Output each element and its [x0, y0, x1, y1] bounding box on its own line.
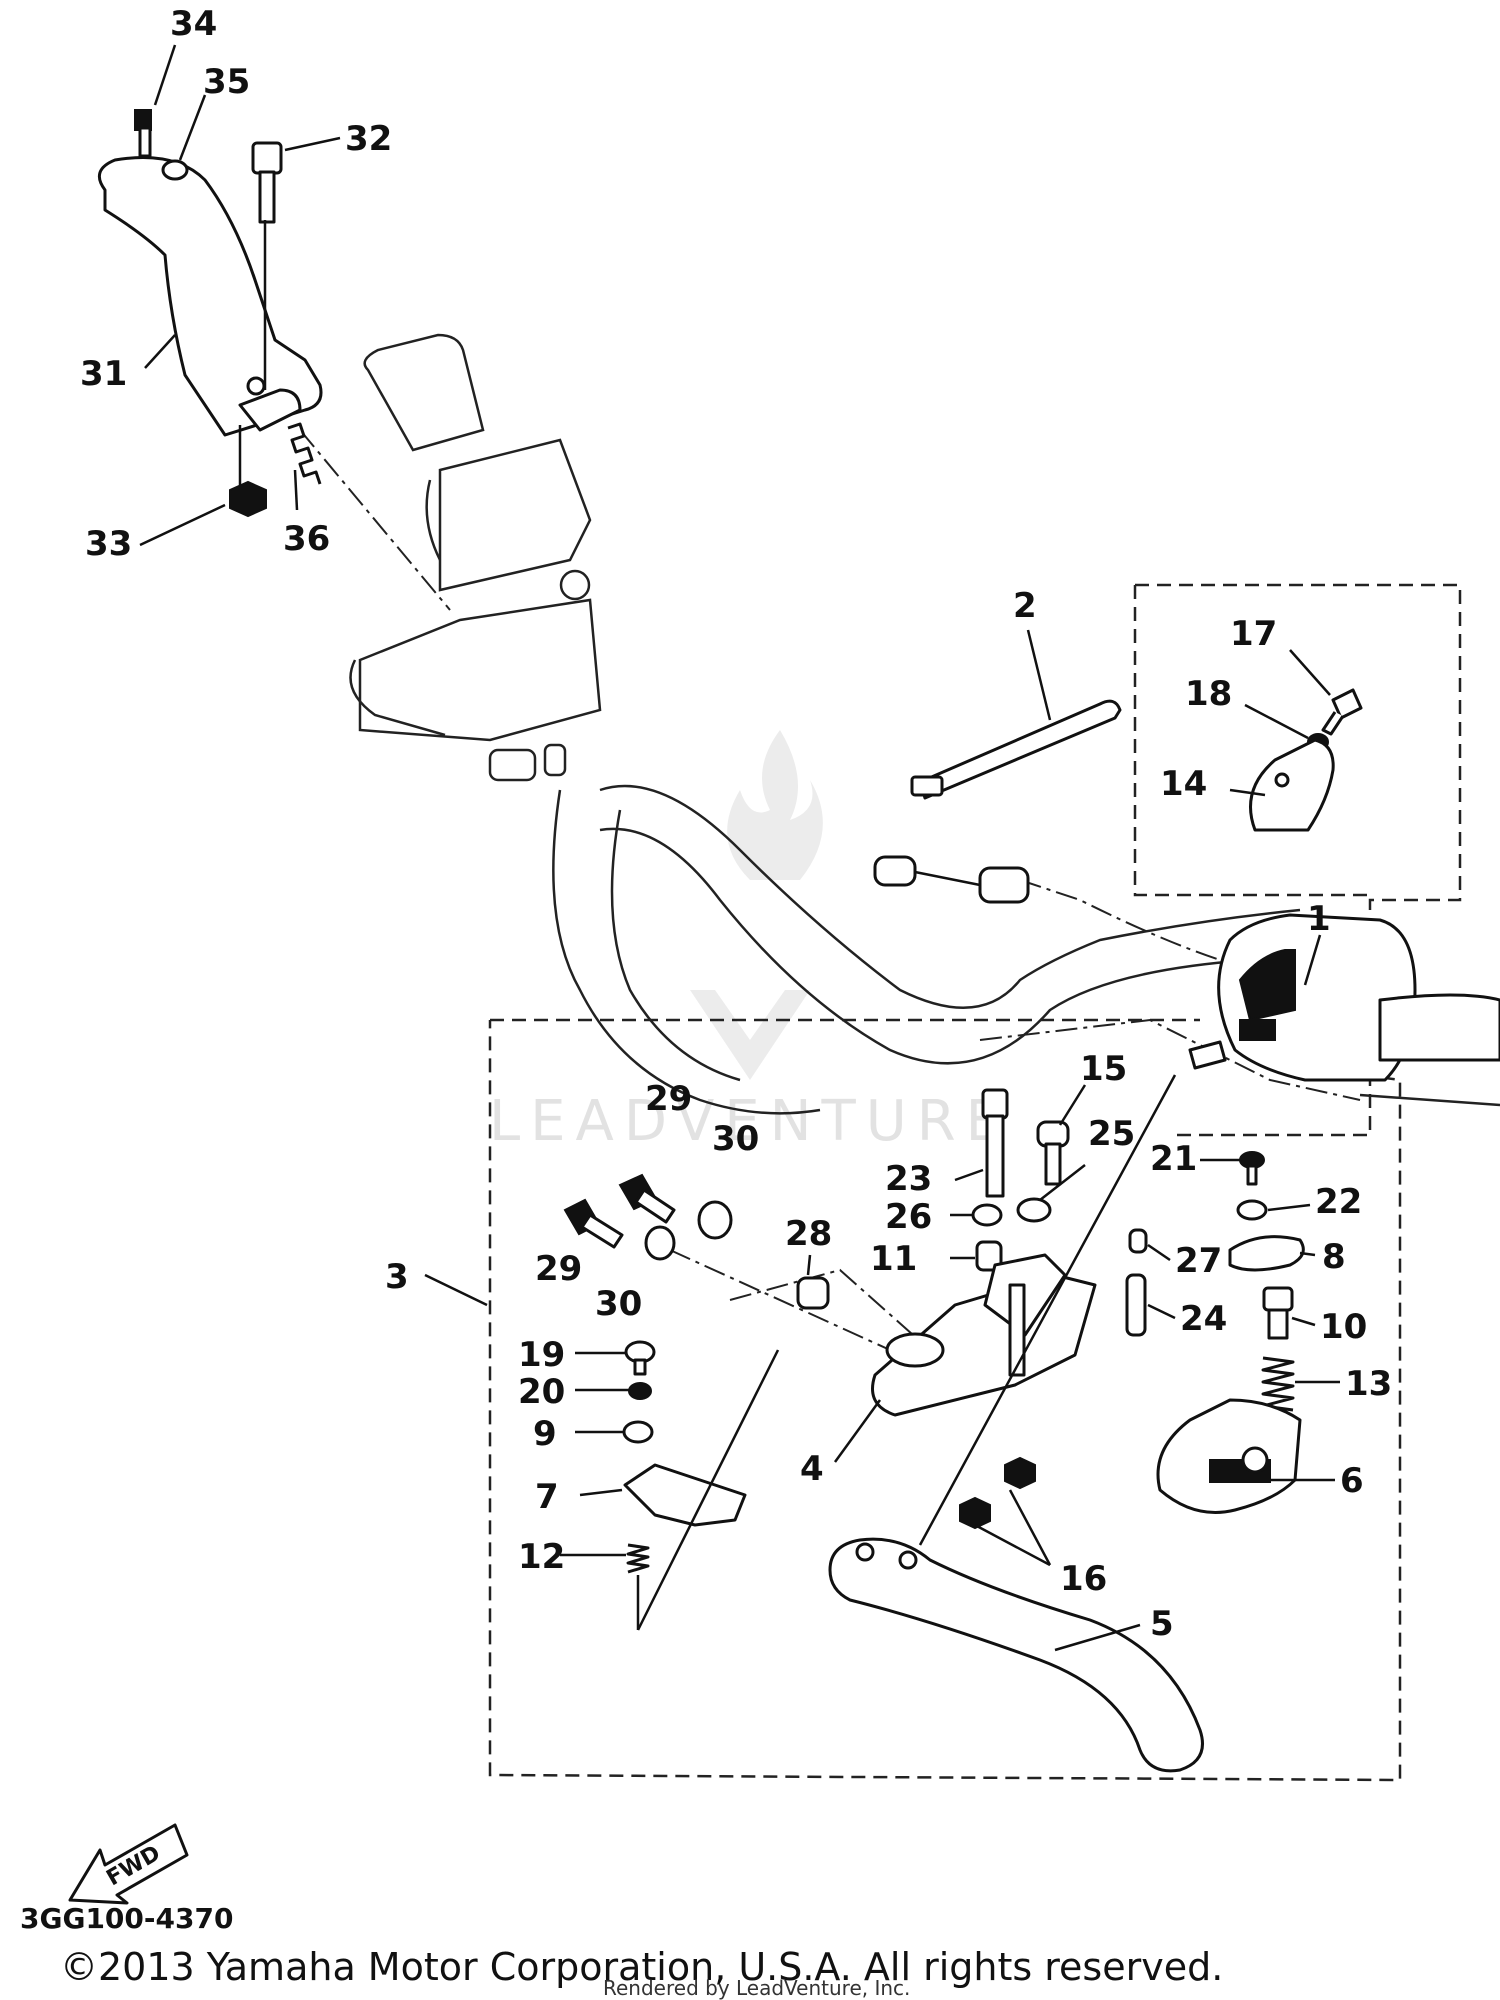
callout-29-lower: 29: [535, 1249, 582, 1289]
callout-1: 1: [1307, 899, 1331, 939]
callout-30-upper: 30: [712, 1119, 759, 1159]
callout-2: 2: [1013, 586, 1037, 626]
watermark-text: LEADVENTURE: [489, 1089, 1011, 1154]
callout-15: 15: [1080, 1049, 1127, 1089]
callout-8: 8: [1322, 1237, 1346, 1277]
lever-bracket-4: [871, 1253, 1097, 1417]
callout-3: 3: [385, 1257, 409, 1297]
callout-23: 23: [885, 1159, 932, 1199]
callout-33: 33: [85, 524, 132, 564]
handlebar-outline: [349, 333, 1500, 1115]
callout-25: 25: [1088, 1114, 1135, 1154]
callout-21: 21: [1150, 1139, 1197, 1179]
clutch-lever-5: [828, 1537, 1204, 1773]
rendered-by-notice: Rendered by LeadVenture, Inc.: [603, 1976, 910, 2000]
callout-29-upper: 29: [645, 1079, 692, 1119]
callout-28: 28: [785, 1214, 832, 1254]
callout-14: 14: [1160, 764, 1207, 804]
callout-4: 4: [800, 1449, 824, 1489]
front-brake-lever-31: [97, 156, 323, 437]
callout-18: 18: [1185, 674, 1232, 714]
copyright-notice: ©2013 Yamaha Motor Corporation, U.S.A. A…: [60, 1945, 1223, 1989]
callout-9: 9: [533, 1414, 557, 1454]
callout-26: 26: [885, 1197, 932, 1237]
callout-10: 10: [1320, 1307, 1367, 1347]
callout-16: 16: [1060, 1559, 1107, 1599]
fwd-arrow-icon: FWD: [68, 1823, 189, 1905]
leader-lines: [139, 44, 1340, 1652]
callout-7: 7: [535, 1477, 559, 1517]
callouts: 34 35 32 31 33 36 2 17 18 14 1 15 29 30 …: [80, 4, 1392, 1644]
callout-24: 24: [1180, 1299, 1227, 1339]
callout-17: 17: [1230, 614, 1277, 654]
callout-36: 36: [283, 519, 330, 559]
callout-31: 31: [80, 354, 127, 394]
callout-32: 32: [345, 119, 392, 159]
callout-5: 5: [1150, 1604, 1174, 1644]
reference-lines: [299, 429, 1361, 1351]
callout-12: 12: [518, 1537, 565, 1577]
callout-20: 20: [518, 1372, 565, 1412]
diagram-code: 3GG100-4370: [20, 1902, 233, 1935]
callout-22: 22: [1315, 1182, 1362, 1222]
callout-27: 27: [1175, 1241, 1222, 1281]
callout-11: 11: [870, 1239, 917, 1279]
callout-6: 6: [1340, 1461, 1364, 1501]
callout-19: 19: [518, 1335, 565, 1375]
callout-13: 13: [1345, 1364, 1392, 1404]
callout-30-lower: 30: [595, 1284, 642, 1324]
callout-34: 34: [170, 4, 217, 44]
watermark: LEADVENTURE: [489, 730, 1011, 1154]
fasteners: [134, 109, 1500, 1631]
callout-35: 35: [203, 62, 250, 102]
